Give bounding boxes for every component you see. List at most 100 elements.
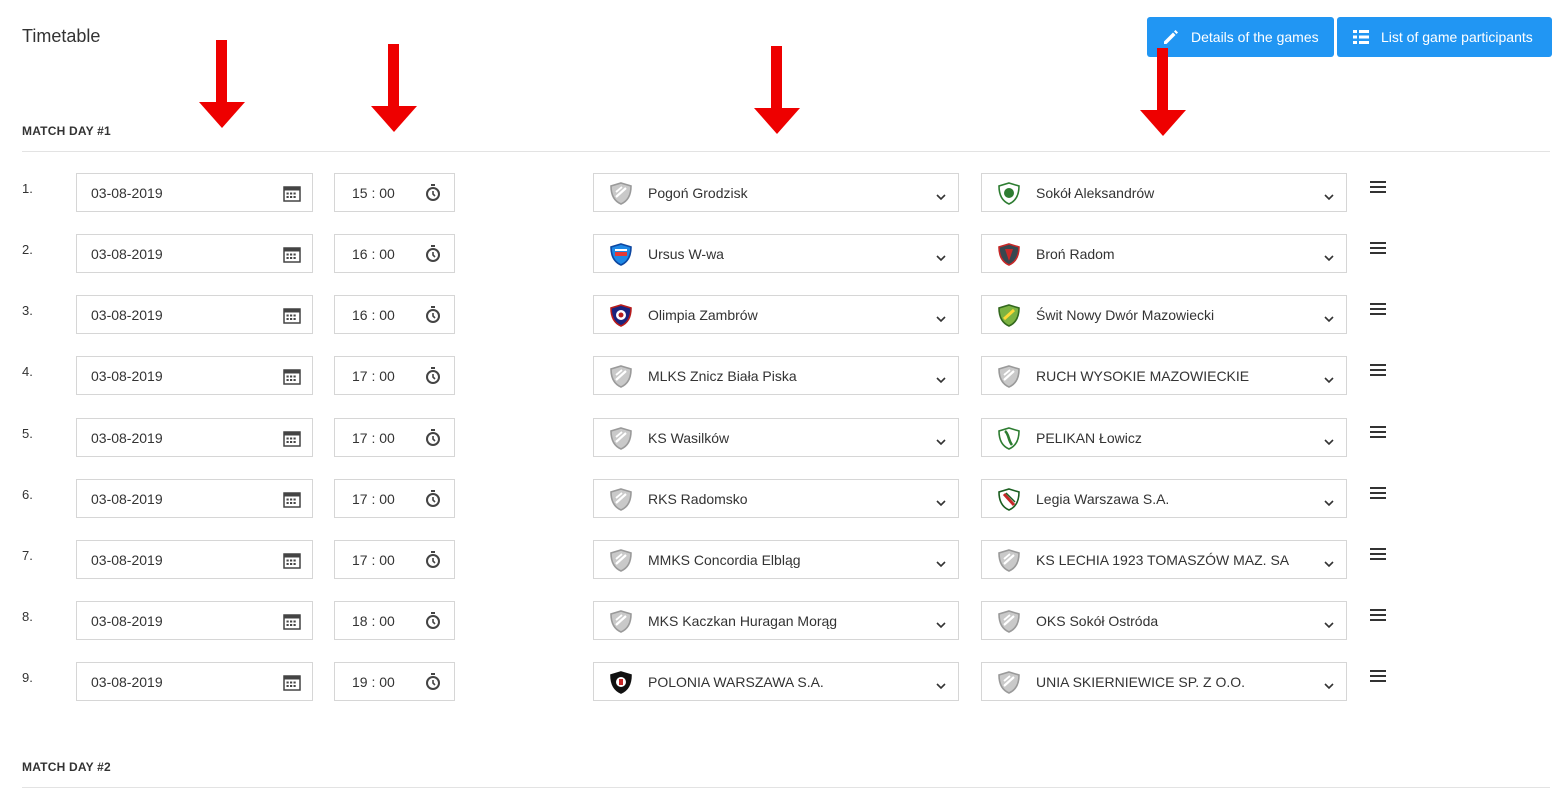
- away-team-select[interactable]: Sokół Aleksandrów: [981, 173, 1347, 212]
- home-team-name: Pogoń Grodzisk: [648, 184, 748, 201]
- stopwatch-icon[interactable]: [425, 551, 441, 572]
- calendar-icon[interactable]: [283, 185, 301, 205]
- away-team-name: OKS Sokół Ostróda: [1036, 612, 1159, 629]
- stopwatch-icon[interactable]: [425, 306, 441, 327]
- time-value: 17 : 00: [352, 429, 395, 446]
- home-team-select[interactable]: RKS Radomsko: [593, 479, 959, 518]
- date-input[interactable]: 03-08-2019: [76, 234, 313, 273]
- away-team-select[interactable]: RUCH WYSOKIE MAZOWIECKIE: [981, 356, 1347, 395]
- page-title: Timetable: [22, 26, 101, 46]
- away-team-select[interactable]: OKS Sokół Ostróda: [981, 601, 1347, 640]
- drag-handle-menu-icon[interactable]: [1370, 241, 1386, 260]
- home-team-logo-icon: [608, 425, 634, 454]
- date-input[interactable]: 03-08-2019: [76, 601, 313, 640]
- home-team-name: MKS Kaczkan Huragan Morąg: [648, 612, 838, 629]
- date-input[interactable]: 03-08-2019: [76, 418, 313, 457]
- participants-button-label: List of game participants: [1381, 29, 1533, 45]
- time-value: 19 : 00: [352, 673, 395, 690]
- stopwatch-icon[interactable]: [425, 245, 441, 266]
- details-of-the-games-button[interactable]: Details of the games: [1147, 17, 1334, 57]
- time-input[interactable]: 18 : 00: [334, 601, 455, 640]
- home-team-select[interactable]: POLONIA WARSZAWA S.A.: [593, 662, 959, 701]
- match-row: 5. 03-08-2019 17 : 00 KS Wasilków PELIKAN Ło…: [0, 418, 1567, 458]
- away-team-select[interactable]: Legia Warszawa S.A.: [981, 479, 1347, 518]
- drag-handle-menu-icon[interactable]: [1370, 302, 1386, 321]
- chevron-down-icon: [936, 433, 946, 449]
- time-input[interactable]: 17 : 00: [334, 356, 455, 395]
- home-team-select[interactable]: KS Wasilków: [593, 418, 959, 457]
- home-team-select[interactable]: MMKS Concordia Elbląg: [593, 540, 959, 579]
- time-input[interactable]: 17 : 00: [334, 418, 455, 457]
- date-input[interactable]: 03-08-2019: [76, 356, 313, 395]
- chevron-down-icon: [1324, 677, 1334, 693]
- home-team-logo-icon: [608, 547, 634, 576]
- date-value: 03-08-2019: [91, 429, 163, 446]
- calendar-icon[interactable]: [283, 246, 301, 266]
- calendar-icon[interactable]: [283, 613, 301, 633]
- home-team-select[interactable]: Olimpia Zambrów: [593, 295, 959, 334]
- date-value: 03-08-2019: [91, 551, 163, 568]
- time-input[interactable]: 17 : 00: [334, 540, 455, 579]
- chevron-down-icon: [936, 616, 946, 632]
- divider: [22, 151, 1550, 152]
- calendar-icon[interactable]: [283, 307, 301, 327]
- calendar-icon[interactable]: [283, 552, 301, 572]
- match-number: 5.: [22, 426, 33, 441]
- time-input[interactable]: 17 : 00: [334, 479, 455, 518]
- drag-handle-menu-icon[interactable]: [1370, 425, 1386, 444]
- home-team-name: KS Wasilków: [648, 429, 730, 446]
- calendar-icon[interactable]: [283, 368, 301, 388]
- home-team-select[interactable]: MLKS Znicz Biała Piska: [593, 356, 959, 395]
- stopwatch-icon[interactable]: [425, 184, 441, 205]
- away-team-select[interactable]: KS LECHIA 1923 TOMASZÓW MAZ. SA: [981, 540, 1347, 579]
- away-team-name: Broń Radom: [1036, 245, 1115, 262]
- chevron-down-icon: [936, 494, 946, 510]
- match-number: 9.: [22, 670, 33, 685]
- time-input[interactable]: 16 : 00: [334, 234, 455, 273]
- calendar-icon[interactable]: [283, 674, 301, 694]
- away-team-logo-icon: [996, 302, 1022, 331]
- home-team-select[interactable]: Pogoń Grodzisk: [593, 173, 959, 212]
- time-value: 16 : 00: [352, 245, 395, 262]
- home-team-select[interactable]: Ursus W-wa: [593, 234, 959, 273]
- chevron-down-icon: [1324, 616, 1334, 632]
- drag-handle-menu-icon[interactable]: [1370, 547, 1386, 566]
- list-of-game-participants-button[interactable]: List of game participants: [1337, 17, 1552, 57]
- date-input[interactable]: 03-08-2019: [76, 173, 313, 212]
- away-team-select[interactable]: UNIA SKIERNIEWICE SP. Z O.O.: [981, 662, 1347, 701]
- stopwatch-icon[interactable]: [425, 429, 441, 450]
- stopwatch-icon[interactable]: [425, 367, 441, 388]
- home-team-logo-icon: [608, 241, 634, 270]
- away-team-logo-icon: [996, 608, 1022, 637]
- drag-handle-menu-icon[interactable]: [1370, 608, 1386, 627]
- home-team-logo-icon: [608, 486, 634, 515]
- date-value: 03-08-2019: [91, 367, 163, 384]
- date-input[interactable]: 03-08-2019: [76, 479, 313, 518]
- drag-handle-menu-icon[interactable]: [1370, 180, 1386, 199]
- drag-handle-menu-icon[interactable]: [1370, 363, 1386, 382]
- stopwatch-icon[interactable]: [425, 673, 441, 694]
- time-input[interactable]: 19 : 00: [334, 662, 455, 701]
- date-input[interactable]: 03-08-2019: [76, 662, 313, 701]
- calendar-icon[interactable]: [283, 491, 301, 511]
- date-input[interactable]: 03-08-2019: [76, 540, 313, 579]
- away-team-select[interactable]: Broń Radom: [981, 234, 1347, 273]
- time-input[interactable]: 16 : 00: [334, 295, 455, 334]
- away-team-logo-icon: [996, 547, 1022, 576]
- away-team-select[interactable]: Świt Nowy Dwór Mazowiecki: [981, 295, 1347, 334]
- match-row: 9. 03-08-2019 19 : 00 POLONIA WARSZAWA S.A.…: [0, 662, 1567, 702]
- home-team-logo-icon: [608, 363, 634, 392]
- stopwatch-icon[interactable]: [425, 612, 441, 633]
- stopwatch-icon[interactable]: [425, 490, 441, 511]
- away-team-logo-icon: [996, 486, 1022, 515]
- away-team-select[interactable]: PELIKAN Łowicz: [981, 418, 1347, 457]
- drag-handle-menu-icon[interactable]: [1370, 669, 1386, 688]
- away-team-logo-icon: [996, 180, 1022, 209]
- calendar-icon[interactable]: [283, 430, 301, 450]
- time-value: 17 : 00: [352, 551, 395, 568]
- date-input[interactable]: 03-08-2019: [76, 295, 313, 334]
- time-input[interactable]: 15 : 00: [334, 173, 455, 212]
- home-team-select[interactable]: MKS Kaczkan Huragan Morąg: [593, 601, 959, 640]
- drag-handle-menu-icon[interactable]: [1370, 486, 1386, 505]
